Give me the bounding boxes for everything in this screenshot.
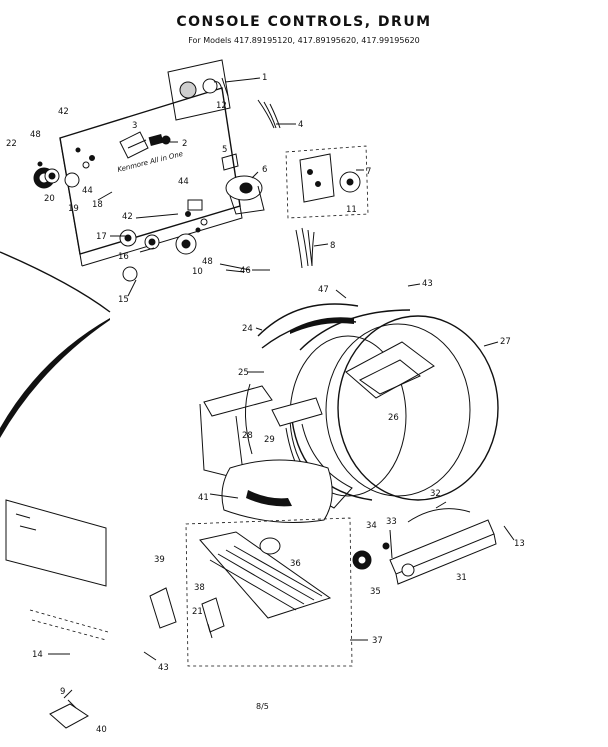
callout-17: 17 (96, 232, 107, 242)
callout-21: 21 (192, 607, 203, 617)
callout-48b: 48 (202, 257, 213, 267)
wires-8 (295, 227, 315, 269)
page-footer: 8/5 (256, 702, 269, 711)
cabinet-corner (0, 318, 110, 438)
door-seal-41 (221, 459, 333, 523)
callout-26: 26 (388, 413, 399, 423)
leader-lines (48, 77, 515, 699)
callout-24: 24 (242, 324, 253, 334)
callout-10: 10 (192, 267, 203, 277)
callout-39: 39 (154, 555, 165, 565)
callout-28: 28 (242, 431, 253, 441)
switch-parts (119, 131, 171, 159)
panel-text: Kenmore All in One (117, 150, 184, 174)
callout-18: 18 (92, 200, 103, 210)
callout-19: 19 (68, 204, 79, 214)
callout-5: 5 (222, 145, 227, 155)
callout-33: 33 (386, 517, 397, 527)
callout-44a: 44 (178, 177, 189, 187)
callout-16: 16 (118, 252, 129, 262)
idler-31 (352, 508, 497, 585)
callout-47: 47 (318, 285, 329, 295)
callout-27: 27 (500, 337, 511, 347)
toe-panel (5, 499, 109, 729)
timer-assembly (167, 59, 231, 121)
callout-42b: 42 (122, 212, 133, 222)
callout-15: 15 (118, 295, 129, 305)
callout-34: 34 (366, 521, 377, 531)
knobs (33, 161, 251, 282)
callout-4: 4 (298, 120, 303, 130)
callout-12: 12 (216, 101, 227, 111)
callout-8: 8 (330, 241, 335, 251)
callout-1: 1 (262, 73, 267, 83)
module-7 (285, 145, 369, 219)
callout-2: 2 (182, 139, 187, 149)
diagram-subtitle: For Models 417.89195120, 417.89195620, 4… (188, 36, 420, 45)
callout-22: 22 (6, 139, 17, 149)
diagram-title: CONSOLE CONTROLS, DRUM (176, 14, 432, 30)
callout-40: 40 (96, 725, 107, 735)
callout-32: 32 (430, 489, 441, 499)
callout-37: 37 (372, 636, 383, 646)
parts-38-39 (149, 587, 225, 639)
callout-43a: 43 (422, 279, 433, 289)
callout-31: 31 (456, 573, 467, 583)
callout-6: 6 (262, 165, 267, 175)
callout-11: 11 (346, 205, 357, 215)
callout-48a: 48 (30, 130, 41, 140)
drum (289, 309, 499, 501)
callout-9: 9 (60, 687, 65, 697)
switch-6 (221, 153, 265, 215)
callout-46: 46 (240, 266, 251, 276)
callout-41: 41 (198, 493, 209, 503)
callout-labels: 1 2 3 4 5 6 7 8 9 10 11 12 13 14 15 16 1… (6, 73, 525, 735)
callout-29: 29 (264, 435, 275, 445)
callout-3: 3 (132, 121, 137, 131)
callout-38: 38 (194, 583, 205, 593)
callout-14: 14 (32, 650, 43, 660)
callout-35: 35 (370, 587, 381, 597)
callout-25: 25 (238, 368, 249, 378)
harness-4 (257, 99, 281, 129)
callout-44b: 44 (82, 186, 93, 196)
lint-tray-37 (185, 517, 353, 667)
callout-7: 7 (366, 167, 371, 177)
cabinet-edge (0, 251, 111, 313)
callout-13: 13 (514, 539, 525, 549)
callout-42a: 42 (58, 107, 69, 117)
callout-20: 20 (44, 194, 55, 204)
callout-36: 36 (290, 559, 301, 569)
callout-43b: 43 (158, 663, 169, 673)
